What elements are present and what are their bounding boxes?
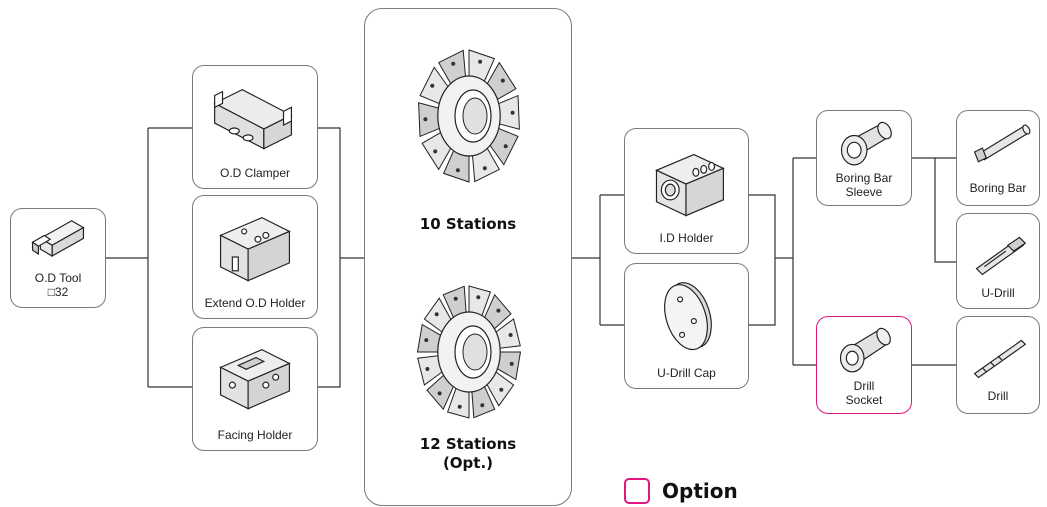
udrill-cap-icon [664,282,712,351]
node-facing-holder: Facing Holder [192,327,318,451]
turret-12-optional: (Opt.) [442,454,494,472]
node-od-clamper: O.D Clamper [192,65,318,189]
node-udrill-cap: U-Drill Cap [624,263,749,389]
turret-12-icon [416,285,522,419]
legend: Option [624,478,738,504]
od-tool-icon [31,220,85,258]
boring-bar-label: Boring Bar [969,181,1027,195]
turret-10-label: 10 Stations [419,215,517,233]
boring-bar-sleeve-label: Boring Bar [835,171,893,185]
boring-bar-icon [973,124,1031,163]
option-swatch [624,478,650,504]
drill-socket-label: Drill [853,379,875,393]
legend-label: Option [662,479,738,503]
node-boring-bar: Boring Bar [956,110,1040,206]
drill-socket-icon [839,327,891,373]
turret-10-icon [418,49,520,183]
drill-icon [973,339,1027,379]
node-extend-od-holder: Extend O.D Holder [192,195,318,319]
extend-od-holder-label: Extend O.D Holder [204,296,306,310]
node-u-drill: U-Drill [956,213,1040,309]
od-tool-size: □32 [47,285,69,299]
node-boring-bar-sleeve: Boring Bar Sleeve [816,110,912,206]
id-holder-label: I.D Holder [659,231,714,245]
u-drill-icon [975,236,1027,276]
id-holder-icon [655,153,725,217]
od-clamper-label: O.D Clamper [219,166,290,180]
turret-12-label: 12 Stations [419,435,517,453]
u-drill-label: U-Drill [981,286,1015,300]
boring-bar-sleeve-label-2: Sleeve [845,185,883,199]
drill-label: Drill [987,389,1009,403]
udrill-cap-label: U-Drill Cap [657,366,716,380]
node-id-holder: I.D Holder [624,128,749,254]
facing-holder-icon [219,349,291,410]
od-clamper-icon [213,88,293,150]
drill-socket-label-2: Socket [845,393,883,407]
node-od-tool: O.D Tool □32 [10,208,106,308]
od-tool-label: O.D Tool [34,271,82,285]
node-turret: 10 Stations 12 Stations (Opt.) [364,8,572,506]
boring-bar-sleeve-icon [840,121,892,166]
facing-holder-label: Facing Holder [217,428,293,442]
node-drill-socket: Drill Socket [816,316,912,414]
node-drill: Drill [956,316,1040,414]
extend-od-holder-icon [219,217,291,282]
